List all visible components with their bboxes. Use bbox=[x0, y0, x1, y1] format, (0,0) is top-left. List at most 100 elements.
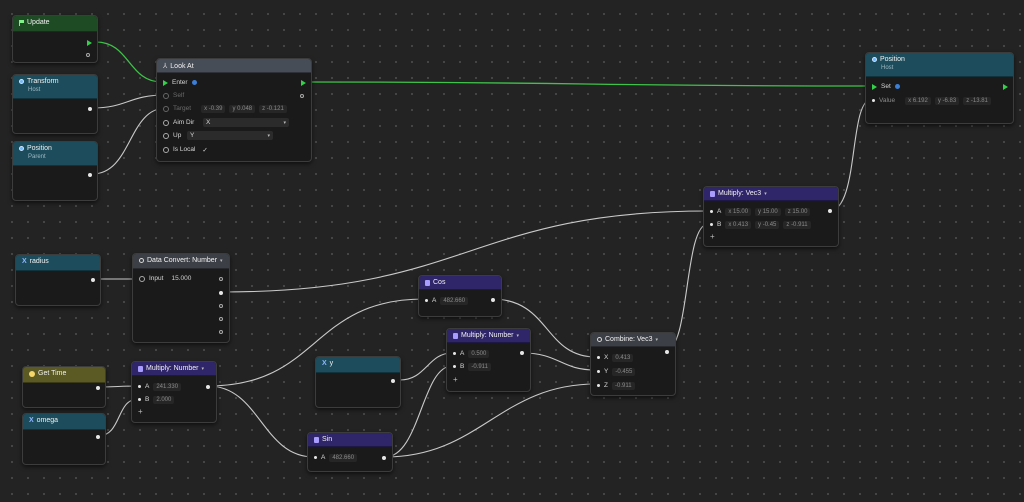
lookat-target-x-field[interactable]: x -0.39 bbox=[201, 104, 226, 113]
update-data-out-pin[interactable] bbox=[86, 53, 90, 57]
combine-vec3-header[interactable]: Combine: Vec3▾ bbox=[591, 333, 675, 347]
multiply-vec3-add-input-button[interactable]: + bbox=[710, 232, 715, 241]
radius-out-pin[interactable] bbox=[91, 278, 95, 282]
lookat-up-dropdown[interactable]: Y ▾ bbox=[187, 131, 273, 140]
data-convert-out5-pin[interactable] bbox=[219, 330, 223, 334]
multiply-number-a-b-pin[interactable] bbox=[138, 398, 141, 401]
lookat-target-z-field[interactable]: z -0.121 bbox=[259, 104, 287, 113]
sin-a-field[interactable]: 482.660 bbox=[329, 453, 358, 462]
position-host-x-field[interactable]: x 6.192 bbox=[905, 96, 931, 105]
multiply-vec3-out-pin[interactable] bbox=[828, 209, 832, 213]
multiply-vec3-node[interactable]: Multiply: Vec3▾ A x 15.00 y 15.00 z 15.0… bbox=[703, 186, 839, 247]
cos-a-pin[interactable] bbox=[425, 299, 428, 302]
lookat-aimdir-dropdown[interactable]: X ▾ bbox=[203, 118, 289, 127]
position-parent-header[interactable]: Position Parent bbox=[13, 142, 97, 166]
lookat-up-pin[interactable] bbox=[163, 132, 169, 139]
lookat-target-y-field[interactable]: y 0.048 bbox=[229, 104, 256, 113]
position-host-exec-out-pin[interactable] bbox=[1003, 84, 1008, 90]
get-time-header[interactable]: Get Time bbox=[23, 367, 105, 383]
multiply-number-b-node[interactable]: Multiply: Number▾ A 0.500 B -0.911 + bbox=[446, 328, 531, 392]
sin-a-pin[interactable] bbox=[314, 456, 317, 459]
data-convert-out3-pin[interactable] bbox=[219, 304, 223, 308]
multiply-vec3-a-pin[interactable] bbox=[710, 210, 713, 213]
lookat-exec-out2-pin[interactable] bbox=[300, 94, 304, 98]
multiply-number-a-a-pin[interactable] bbox=[138, 385, 141, 388]
update-header[interactable]: Update bbox=[13, 16, 97, 32]
multiply-number-b-b-pin[interactable] bbox=[453, 365, 456, 368]
multiply-vec3-header[interactable]: Multiply: Vec3▾ bbox=[704, 187, 838, 201]
transform-node[interactable]: Transform Host bbox=[12, 74, 98, 134]
update-exec-out-pin[interactable] bbox=[87, 40, 92, 46]
position-parent-out-pin[interactable] bbox=[88, 173, 92, 177]
data-convert-node[interactable]: Data Convert: Number▾ Input 15.000 bbox=[132, 253, 230, 343]
position-host-set-pin[interactable] bbox=[872, 83, 877, 90]
position-host-y-field[interactable]: y -6.83 bbox=[934, 96, 960, 105]
position-host-header[interactable]: Position Host bbox=[866, 53, 1013, 77]
multiply-number-a-b-field[interactable]: 2.000 bbox=[153, 395, 175, 404]
multiply-vec3-by-field[interactable]: y -0.45 bbox=[755, 220, 780, 229]
multiply-vec3-bz-field[interactable]: z -0.911 bbox=[783, 220, 811, 229]
multiply-number-a-out-pin[interactable] bbox=[206, 385, 210, 389]
sin-node[interactable]: Sin A 482.660 bbox=[307, 432, 393, 472]
lookat-islocal-checkbox[interactable]: ✓ bbox=[202, 146, 208, 154]
multiply-number-b-header[interactable]: Multiply: Number▾ bbox=[447, 329, 530, 343]
transform-header[interactable]: Transform Host bbox=[13, 75, 97, 99]
get-time-out-pin[interactable] bbox=[96, 386, 100, 390]
data-convert-out1-pin[interactable] bbox=[219, 277, 223, 281]
multiply-vec3-bx-field[interactable]: x 0.413 bbox=[725, 220, 752, 229]
multiply-number-a-a-field[interactable]: 241.330 bbox=[153, 382, 182, 391]
combine-vec3-x-field[interactable]: 0.413 bbox=[612, 353, 634, 362]
multiply-number-a-node[interactable]: Multiply: Number▾ A 241.330 B 2.000 + bbox=[131, 361, 217, 423]
lookat-node[interactable]: ⅄Look At Enter Self Target x -0.39 y 0.0… bbox=[156, 58, 312, 162]
position-parent-node[interactable]: Position Parent bbox=[12, 141, 98, 201]
multiply-number-b-a-field[interactable]: 0.500 bbox=[468, 349, 490, 358]
omega-out-pin[interactable] bbox=[96, 435, 100, 439]
lookat-enter-pin[interactable] bbox=[163, 79, 168, 86]
sin-out-pin[interactable] bbox=[382, 456, 386, 460]
get-time-node[interactable]: Get Time bbox=[22, 366, 106, 408]
multiply-number-b-add-input-button[interactable]: + bbox=[453, 375, 458, 384]
lookat-islocal-pin[interactable] bbox=[163, 146, 169, 153]
combine-vec3-y-pin[interactable] bbox=[597, 370, 600, 373]
y-out-pin[interactable] bbox=[391, 379, 395, 383]
position-host-node[interactable]: Position Host Set Value x 6.192 y -6.83 … bbox=[865, 52, 1014, 124]
sin-header[interactable]: Sin bbox=[308, 433, 392, 447]
combine-vec3-x-pin[interactable] bbox=[597, 356, 600, 359]
update-node[interactable]: Update bbox=[12, 15, 98, 63]
combine-vec3-y-field[interactable]: -0.455 bbox=[612, 367, 636, 376]
multiply-number-a-add-input-button[interactable]: + bbox=[138, 407, 143, 416]
lookat-header[interactable]: ⅄Look At bbox=[157, 59, 311, 73]
multiply-vec3-ax-field[interactable]: x 15.00 bbox=[725, 207, 752, 216]
data-convert-input-field[interactable]: 15.000 bbox=[171, 275, 192, 282]
lookat-aimdir-pin[interactable] bbox=[163, 119, 169, 126]
transform-out-pin[interactable] bbox=[88, 107, 92, 111]
cos-node[interactable]: Cos A 482.660 bbox=[418, 275, 502, 317]
multiply-number-b-out-pin[interactable] bbox=[520, 351, 524, 355]
multiply-number-b-b-field[interactable]: -0.911 bbox=[468, 362, 491, 371]
cos-out-pin[interactable] bbox=[491, 298, 495, 302]
data-convert-input-pin[interactable] bbox=[139, 275, 145, 282]
data-convert-out4-pin[interactable] bbox=[219, 317, 223, 321]
lookat-exec-out-pin[interactable] bbox=[301, 80, 306, 86]
combine-vec3-z-pin[interactable] bbox=[597, 384, 600, 387]
combine-vec3-out-pin[interactable] bbox=[665, 350, 669, 354]
multiply-vec3-ay-field[interactable]: y 15.00 bbox=[755, 207, 781, 216]
multiply-vec3-az-field[interactable]: z 15.00 bbox=[784, 207, 811, 216]
cos-a-field[interactable]: 482.660 bbox=[440, 296, 469, 305]
multiply-number-b-a-pin[interactable] bbox=[453, 352, 456, 355]
cos-header[interactable]: Cos bbox=[419, 276, 501, 290]
lookat-target-pin[interactable] bbox=[163, 105, 169, 112]
data-convert-out2-pin[interactable] bbox=[219, 291, 223, 295]
combine-vec3-node[interactable]: Combine: Vec3▾ X 0.413 Y -0.455 Z -0.911 bbox=[590, 332, 676, 396]
lookat-self-pin[interactable] bbox=[163, 92, 169, 99]
multiply-number-a-header[interactable]: Multiply: Number▾ bbox=[132, 362, 216, 376]
combine-vec3-z-field[interactable]: -0.911 bbox=[611, 381, 635, 390]
position-host-z-field[interactable]: z -13.81 bbox=[963, 96, 991, 105]
position-host-value-pin[interactable] bbox=[872, 99, 875, 102]
